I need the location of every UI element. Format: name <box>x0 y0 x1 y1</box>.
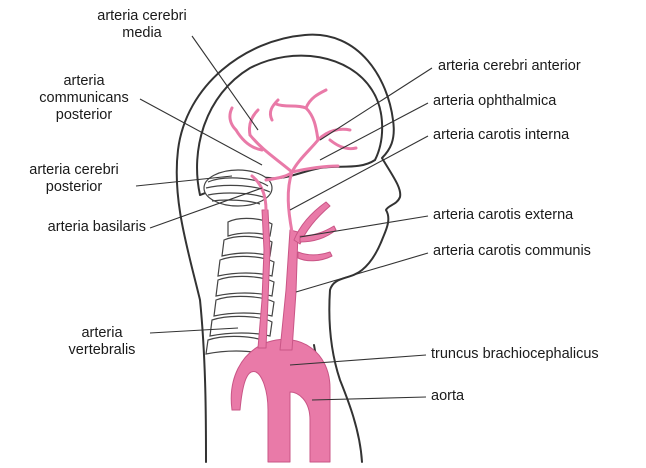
label-arteria-vertebralis: arteria vertebralis <box>62 325 142 359</box>
label-arteria-cerebri-posterior: arteria cerebri posterior <box>18 162 130 196</box>
label-arteria-carotis-communis: arteria carotis communis <box>433 243 591 260</box>
cerebral-arteries <box>230 90 356 232</box>
label-arteria-communicans-posterior: arteria communicans posterior <box>34 73 134 124</box>
label-arteria-ophthalmica: arteria ophthalmica <box>433 93 556 110</box>
aorta-shape <box>231 339 330 462</box>
label-truncus-brachiocephalicus: truncus brachiocephalicus <box>431 346 599 363</box>
label-arteria-carotis-externa: arteria carotis externa <box>433 207 573 224</box>
label-arteria-cerebri-anterior: arteria cerebri anterior <box>438 58 581 75</box>
common-carotid-shape <box>280 230 298 350</box>
label-arteria-basilaris: arteria basilaris <box>10 219 146 236</box>
label-aorta: aorta <box>431 388 464 405</box>
label-arteria-cerebri-media: arteria cerebri media <box>86 8 198 42</box>
label-arteria-carotis-interna: arteria carotis interna <box>433 127 569 144</box>
